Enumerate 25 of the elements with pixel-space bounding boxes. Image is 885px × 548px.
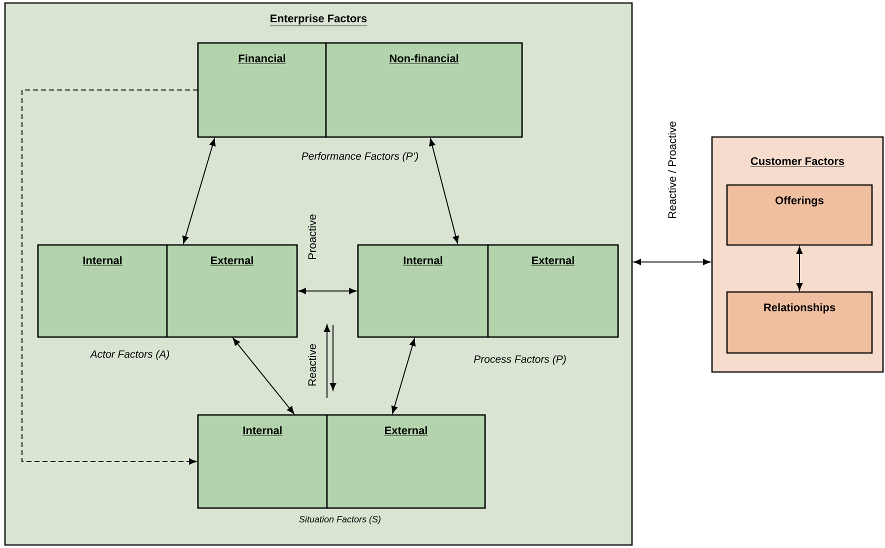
edge-label: Reactive / Proactive: [666, 120, 678, 220]
node-label: Actor Factors (A): [90, 350, 170, 360]
arrow: [22, 90, 198, 465]
arrow: [634, 258, 710, 266]
factor-cell: Financial: [197, 42, 327, 138]
arrow: [796, 246, 803, 290]
factor-cell: Internal: [357, 244, 489, 338]
edge-label: Proactive: [306, 212, 318, 262]
customer-cell: Offerings: [726, 184, 873, 246]
node-label: Situation Factors (S): [299, 516, 380, 524]
factor-cell: External: [487, 244, 619, 338]
factor-cell: Internal: [37, 244, 168, 338]
arrow: [391, 338, 416, 414]
factor-cell: External: [326, 414, 486, 509]
customer-cell: Relationships: [726, 291, 873, 354]
node-label: Process Factors (P): [474, 355, 566, 365]
arrow: [182, 138, 216, 244]
arrow: [232, 338, 294, 414]
factor-cell: Non-financial: [325, 42, 523, 138]
arrow: [429, 138, 459, 244]
arrow: [298, 288, 357, 294]
direction-label: Reactive: [308, 344, 316, 386]
node-label: Performance Factors (P’): [302, 152, 418, 162]
factor-cell: External: [166, 244, 298, 338]
factor-cell: Internal: [197, 414, 328, 509]
